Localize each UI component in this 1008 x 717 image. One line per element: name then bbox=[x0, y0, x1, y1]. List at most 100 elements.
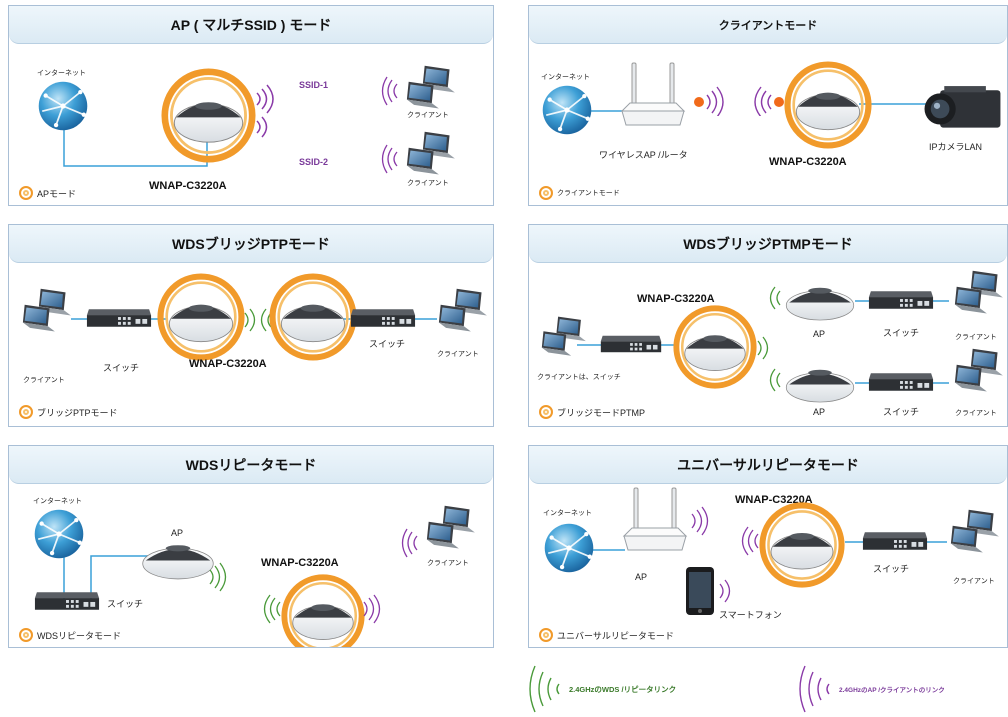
mode-label: APモード bbox=[37, 188, 77, 199]
panel-universal-repeater: ユニバーサルリピータモード インターネット AP スマートフォン WNAP-C3… bbox=[528, 445, 1008, 648]
access-point-disc-icon bbox=[139, 536, 217, 582]
panel-wds-repeater: WDSリピータモード インターネット スイッチ AP WNAP-C3220A ク… bbox=[8, 445, 494, 648]
mode-legend: APモード bbox=[19, 186, 76, 200]
wireless-router-icon bbox=[617, 61, 689, 141]
client-device-icon bbox=[784, 61, 872, 149]
wds-link-wave-icon bbox=[263, 594, 281, 624]
access-point-disc-icon bbox=[783, 279, 857, 323]
panel-client-mode: クライアントモード インターネット ワイヤレスAP /ルータ WNAP-C322… bbox=[528, 5, 1008, 206]
access-point-disc-icon bbox=[783, 361, 857, 405]
panel-title: WDSリピータモード bbox=[9, 446, 493, 484]
switch-label: スイッチ bbox=[107, 599, 144, 609]
client-label: クライアント bbox=[955, 334, 997, 341]
legend-ap-label: 2.4GHzのAP /クライアントのリンク bbox=[839, 687, 945, 694]
client-label: クライアント bbox=[427, 560, 469, 567]
client-label: クライアント bbox=[23, 377, 65, 384]
link-lines bbox=[591, 541, 947, 551]
wifi-wave-ap-icon bbox=[256, 84, 274, 138]
legend-wds-link: 2.4GHzのWDS /リピータリンク bbox=[515, 664, 676, 714]
mode-legend: クライアントモード bbox=[539, 186, 620, 200]
device-model-label: WNAP-C3220A bbox=[637, 293, 715, 305]
wifi-wave-client-icon bbox=[381, 76, 398, 106]
smartphone-icon bbox=[685, 566, 715, 616]
panel-wds-ptmp: WDSブリッジPTMPモード クライアントは、スイッチ WNAP-C3220A … bbox=[528, 224, 1008, 427]
device-ring-icon bbox=[19, 628, 33, 642]
device-ring-icon bbox=[539, 186, 553, 200]
wifi-wave-ap-icon bbox=[719, 579, 731, 603]
client-label: クライアント bbox=[953, 578, 995, 585]
switch-label: スイッチ bbox=[873, 564, 910, 574]
internet-label: インターネット bbox=[33, 498, 82, 505]
switch-icon bbox=[85, 307, 153, 329]
client-laptop-icon bbox=[421, 504, 479, 552]
client-label: クライアント bbox=[955, 410, 997, 417]
device-ring-icon bbox=[539, 405, 553, 419]
panel-title: AP ( マルチSSID ) モード bbox=[9, 6, 493, 44]
device-model-label: WNAP-C3220A bbox=[149, 180, 227, 192]
wds-link-wave-icon bbox=[209, 562, 227, 592]
device-model-label: WNAP-C3220A bbox=[261, 557, 339, 569]
wifi-wave-client-icon bbox=[381, 144, 398, 174]
mode-label: ユニバーサルリピータモード bbox=[557, 630, 674, 641]
client-laptop-icon bbox=[537, 315, 589, 359]
internet-label: インターネット bbox=[37, 70, 86, 77]
legend-ap-link: 2.4GHzのAP /クライアントのリンク bbox=[785, 664, 945, 714]
repeater-device-icon bbox=[759, 502, 845, 588]
link-lines bbox=[577, 300, 949, 384]
panel-title: WDSブリッジPTMPモード bbox=[529, 225, 1007, 263]
mode-legend: WDSリピータモード bbox=[19, 628, 121, 642]
wifi-link-icon bbox=[694, 86, 784, 116]
access-point-device-icon bbox=[161, 68, 256, 163]
panel-ap-mode: AP ( マルチSSID ) モード インターネット SSID-1 SSID-2… bbox=[8, 5, 494, 206]
client-laptop-icon bbox=[17, 287, 75, 335]
ap-label: AP bbox=[813, 407, 826, 417]
switch-label: スイッチ bbox=[883, 407, 920, 417]
panel-title: WDSブリッジPTPモード bbox=[9, 225, 493, 263]
internet-label: インターネット bbox=[541, 74, 590, 81]
internet-globe-icon bbox=[543, 522, 595, 574]
ssid-1-label: SSID-1 bbox=[299, 80, 329, 90]
panel-wds-ptp: WDSブリッジPTPモード クライアント スイッチ WNAP-C3220A スイ… bbox=[8, 224, 494, 427]
client-switch-label: クライアントは、スイッチ bbox=[537, 374, 621, 381]
wifi-wave-ap-icon bbox=[691, 506, 709, 536]
ap-wave-legend-icon bbox=[799, 665, 830, 713]
mode-legend: ブリッジPTPモード bbox=[19, 405, 118, 419]
camera-label: IPカメラLAN bbox=[929, 142, 983, 152]
wds-link-wave-icon bbox=[769, 368, 781, 392]
wds-wave-legend-icon bbox=[529, 665, 560, 713]
wifi-wave-client-icon bbox=[741, 526, 759, 556]
device-ring-icon bbox=[19, 186, 33, 200]
wds-link-wave-icon bbox=[769, 286, 781, 310]
client-laptop-icon bbox=[949, 347, 1007, 395]
repeater-device-icon bbox=[281, 574, 365, 648]
mode-label: ブリッジモードPTMP bbox=[557, 407, 646, 418]
switch-icon bbox=[867, 289, 935, 311]
client-laptop-icon bbox=[949, 269, 1007, 317]
wireless-router-icon bbox=[619, 486, 691, 566]
device-model-label: WNAP-C3220A bbox=[735, 494, 813, 506]
client-laptop-icon bbox=[401, 130, 459, 178]
bridge-device-right-icon bbox=[269, 273, 357, 361]
internet-globe-icon bbox=[541, 84, 593, 136]
phone-label: スマートフォン bbox=[719, 610, 782, 620]
switch-label: スイッチ bbox=[369, 339, 406, 349]
root-bridge-device-icon bbox=[673, 305, 757, 389]
device-ring-icon bbox=[19, 405, 33, 419]
internet-globe-icon bbox=[37, 80, 89, 132]
client-label: クライアント bbox=[437, 351, 479, 358]
switch-icon bbox=[33, 590, 101, 612]
mode-label: クライアントモード bbox=[557, 190, 620, 197]
panel-title: ユニバーサルリピータモード bbox=[529, 446, 1007, 484]
ip-camera-icon bbox=[921, 84, 1005, 136]
client-laptop-icon bbox=[433, 287, 491, 335]
internet-label: インターネット bbox=[543, 510, 592, 517]
wifi-wave-ap-icon bbox=[363, 594, 381, 624]
client-laptop-icon bbox=[945, 508, 1003, 556]
device-model-label: WNAP-C3220A bbox=[189, 358, 267, 370]
link-lines bbox=[63, 121, 208, 167]
client-laptop-icon bbox=[401, 64, 459, 112]
ap-label: AP bbox=[813, 329, 826, 339]
switch-label: スイッチ bbox=[883, 328, 920, 338]
mode-label: ブリッジPTPモード bbox=[37, 407, 118, 418]
switch-icon bbox=[861, 530, 929, 552]
